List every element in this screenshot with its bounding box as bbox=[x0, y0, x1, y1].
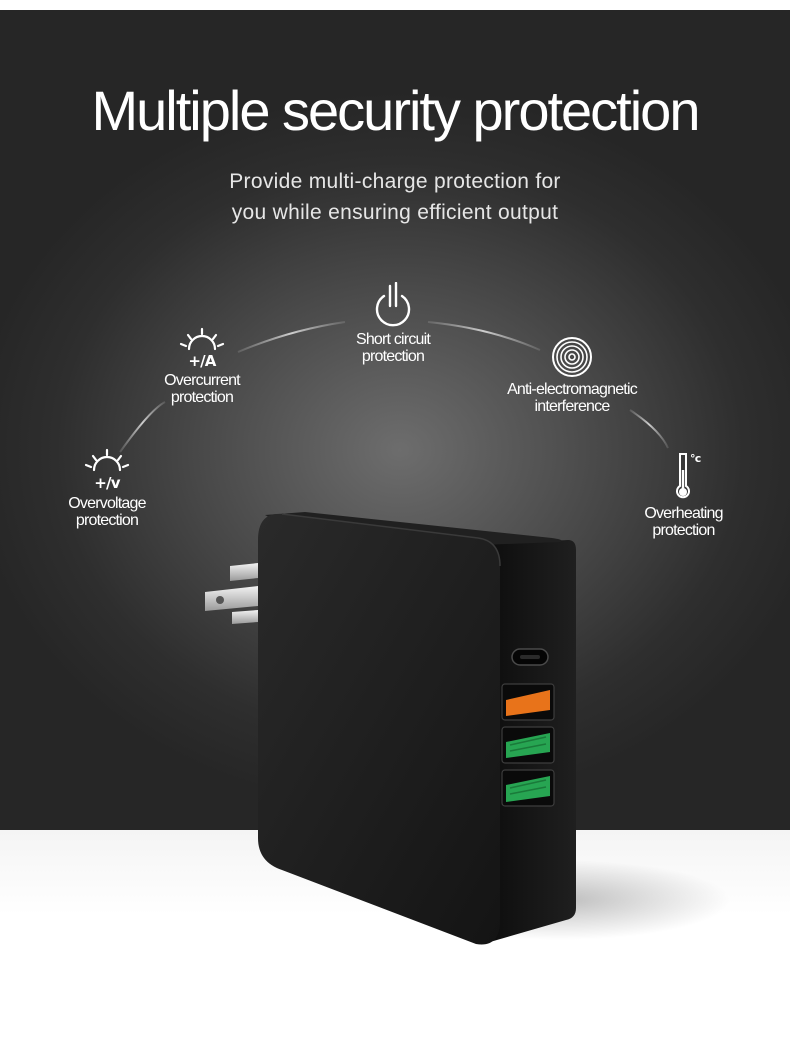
subtitle-line-2: you while ensuring efficient output bbox=[231, 201, 559, 224]
feature-label-2: protection bbox=[652, 522, 715, 539]
plug-pins bbox=[205, 563, 258, 624]
feature-anti-emi: Anti-electromagnetic interference bbox=[492, 336, 652, 415]
page-title: Multiple security protection bbox=[91, 79, 701, 142]
feature-label-1: Overcurrent bbox=[164, 372, 240, 389]
port-usb-a-green-2 bbox=[501, 769, 555, 807]
feature-label-1: Overheating bbox=[644, 505, 723, 522]
thermometer-icon: °c bbox=[676, 452, 702, 499]
overcurrent-icon: +/A bbox=[179, 327, 225, 369]
feature-label-1: Overvoltage bbox=[68, 495, 146, 512]
port-usb-a-orange bbox=[501, 683, 555, 721]
feature-label-2: protection bbox=[361, 348, 425, 365]
feature-label-2: protection bbox=[75, 512, 139, 529]
feature-label-2: protection bbox=[170, 389, 234, 406]
interference-icon bbox=[552, 337, 592, 377]
thermometer-symbol: °c bbox=[690, 452, 701, 465]
feature-short-circuit: Short circuit protection bbox=[333, 282, 453, 365]
overvoltage-icon: +/v bbox=[84, 448, 130, 492]
overvoltage-symbol: +/v bbox=[94, 474, 120, 492]
overcurrent-symbol: +/A bbox=[188, 352, 216, 369]
top-margin bbox=[0, 0, 790, 10]
feature-label-1: Short circuit bbox=[355, 331, 431, 348]
feature-label-2: interference bbox=[534, 398, 611, 415]
feature-overheating: °c Overheating protection bbox=[626, 450, 741, 539]
port-usb-a-green-1 bbox=[501, 726, 555, 764]
feature-overvoltage: +/v Overvoltage protection bbox=[52, 448, 162, 529]
power-icon bbox=[375, 282, 411, 327]
subtitle-line-1: Provide multi-charge protection for bbox=[229, 170, 561, 193]
feature-label-1: Anti-electromagnetic bbox=[507, 381, 638, 398]
port-usb-c bbox=[511, 648, 549, 666]
feature-overcurrent: +/A Overcurrent protection bbox=[147, 327, 257, 406]
page-subtitle: Provide multi-charge protection for you … bbox=[0, 166, 790, 228]
charger-body bbox=[258, 513, 500, 945]
